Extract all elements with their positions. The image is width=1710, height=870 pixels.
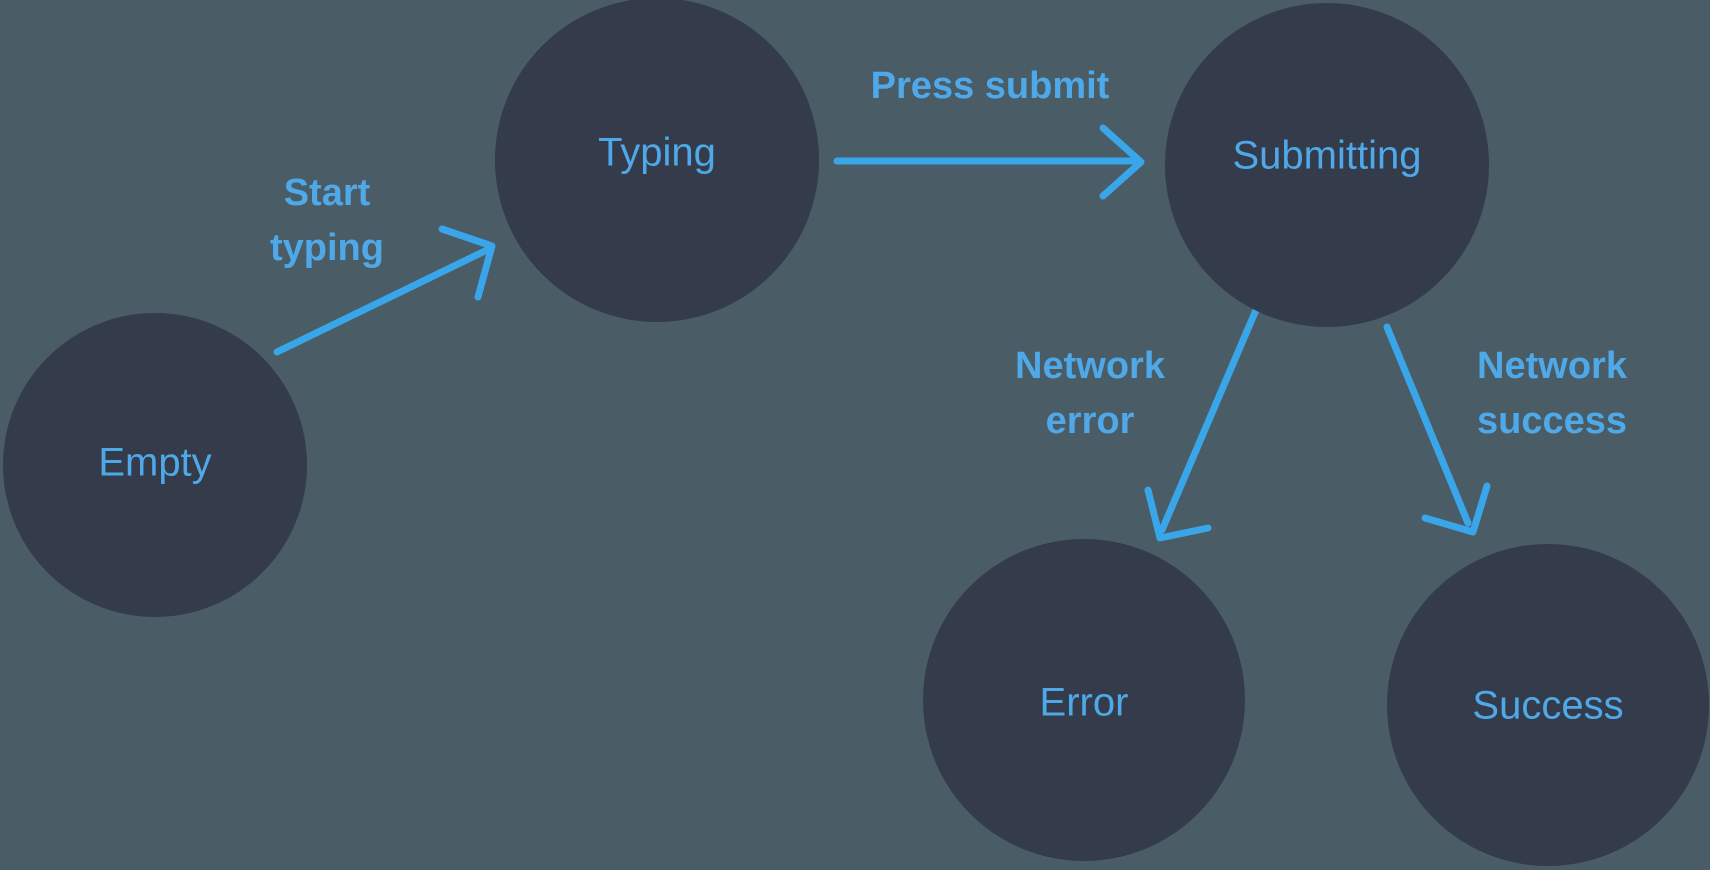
edge-press-submit: Press submit [833,65,1145,200]
edge-network-success-line [1383,323,1472,527]
edge-start-typing-label-line-1: Start [284,172,371,214]
node-submitting-circle[interactable] [1165,3,1489,327]
node-success-label: Success [1472,684,1623,728]
node-submitting[interactable]: Submitting [1165,3,1489,327]
edge-network-error-label-line-2: error [1046,400,1135,442]
edge-start-typing: Start typing [270,172,496,356]
edge-press-submit-arrowhead [1099,124,1145,200]
edge-start-typing-arrowhead [438,225,496,301]
node-error[interactable]: Error [923,539,1245,861]
edge-start-typing-label-line-2: typing [270,227,384,269]
node-success-circle[interactable] [1387,544,1709,866]
edge-network-error: Network error [1015,306,1260,542]
node-success[interactable]: Success [1387,544,1709,866]
node-error-circle[interactable] [923,539,1245,861]
node-empty-circle[interactable] [3,313,307,617]
edge-network-success-label-line-2: success [1477,400,1627,442]
edge-network-success-arrowhead [1421,482,1491,536]
edge-press-submit-label: Press submit [871,65,1110,107]
edge-network-success-label-line-1: Network [1477,345,1628,387]
node-typing-circle[interactable] [495,0,819,322]
edge-network-success: Network success [1383,323,1628,536]
edge-network-error-arrowhead [1144,486,1212,542]
edge-start-typing-line [273,245,493,356]
node-error-label: Error [1040,681,1129,725]
edge-network-error-label-line-1: Network [1015,345,1166,387]
node-empty-label: Empty [98,441,211,485]
node-submitting-label: Submitting [1233,134,1422,178]
node-empty[interactable]: Empty [3,313,307,617]
node-typing[interactable]: Typing [495,0,819,322]
node-typing-label: Typing [598,131,716,175]
edge-network-error-line [1158,306,1260,534]
